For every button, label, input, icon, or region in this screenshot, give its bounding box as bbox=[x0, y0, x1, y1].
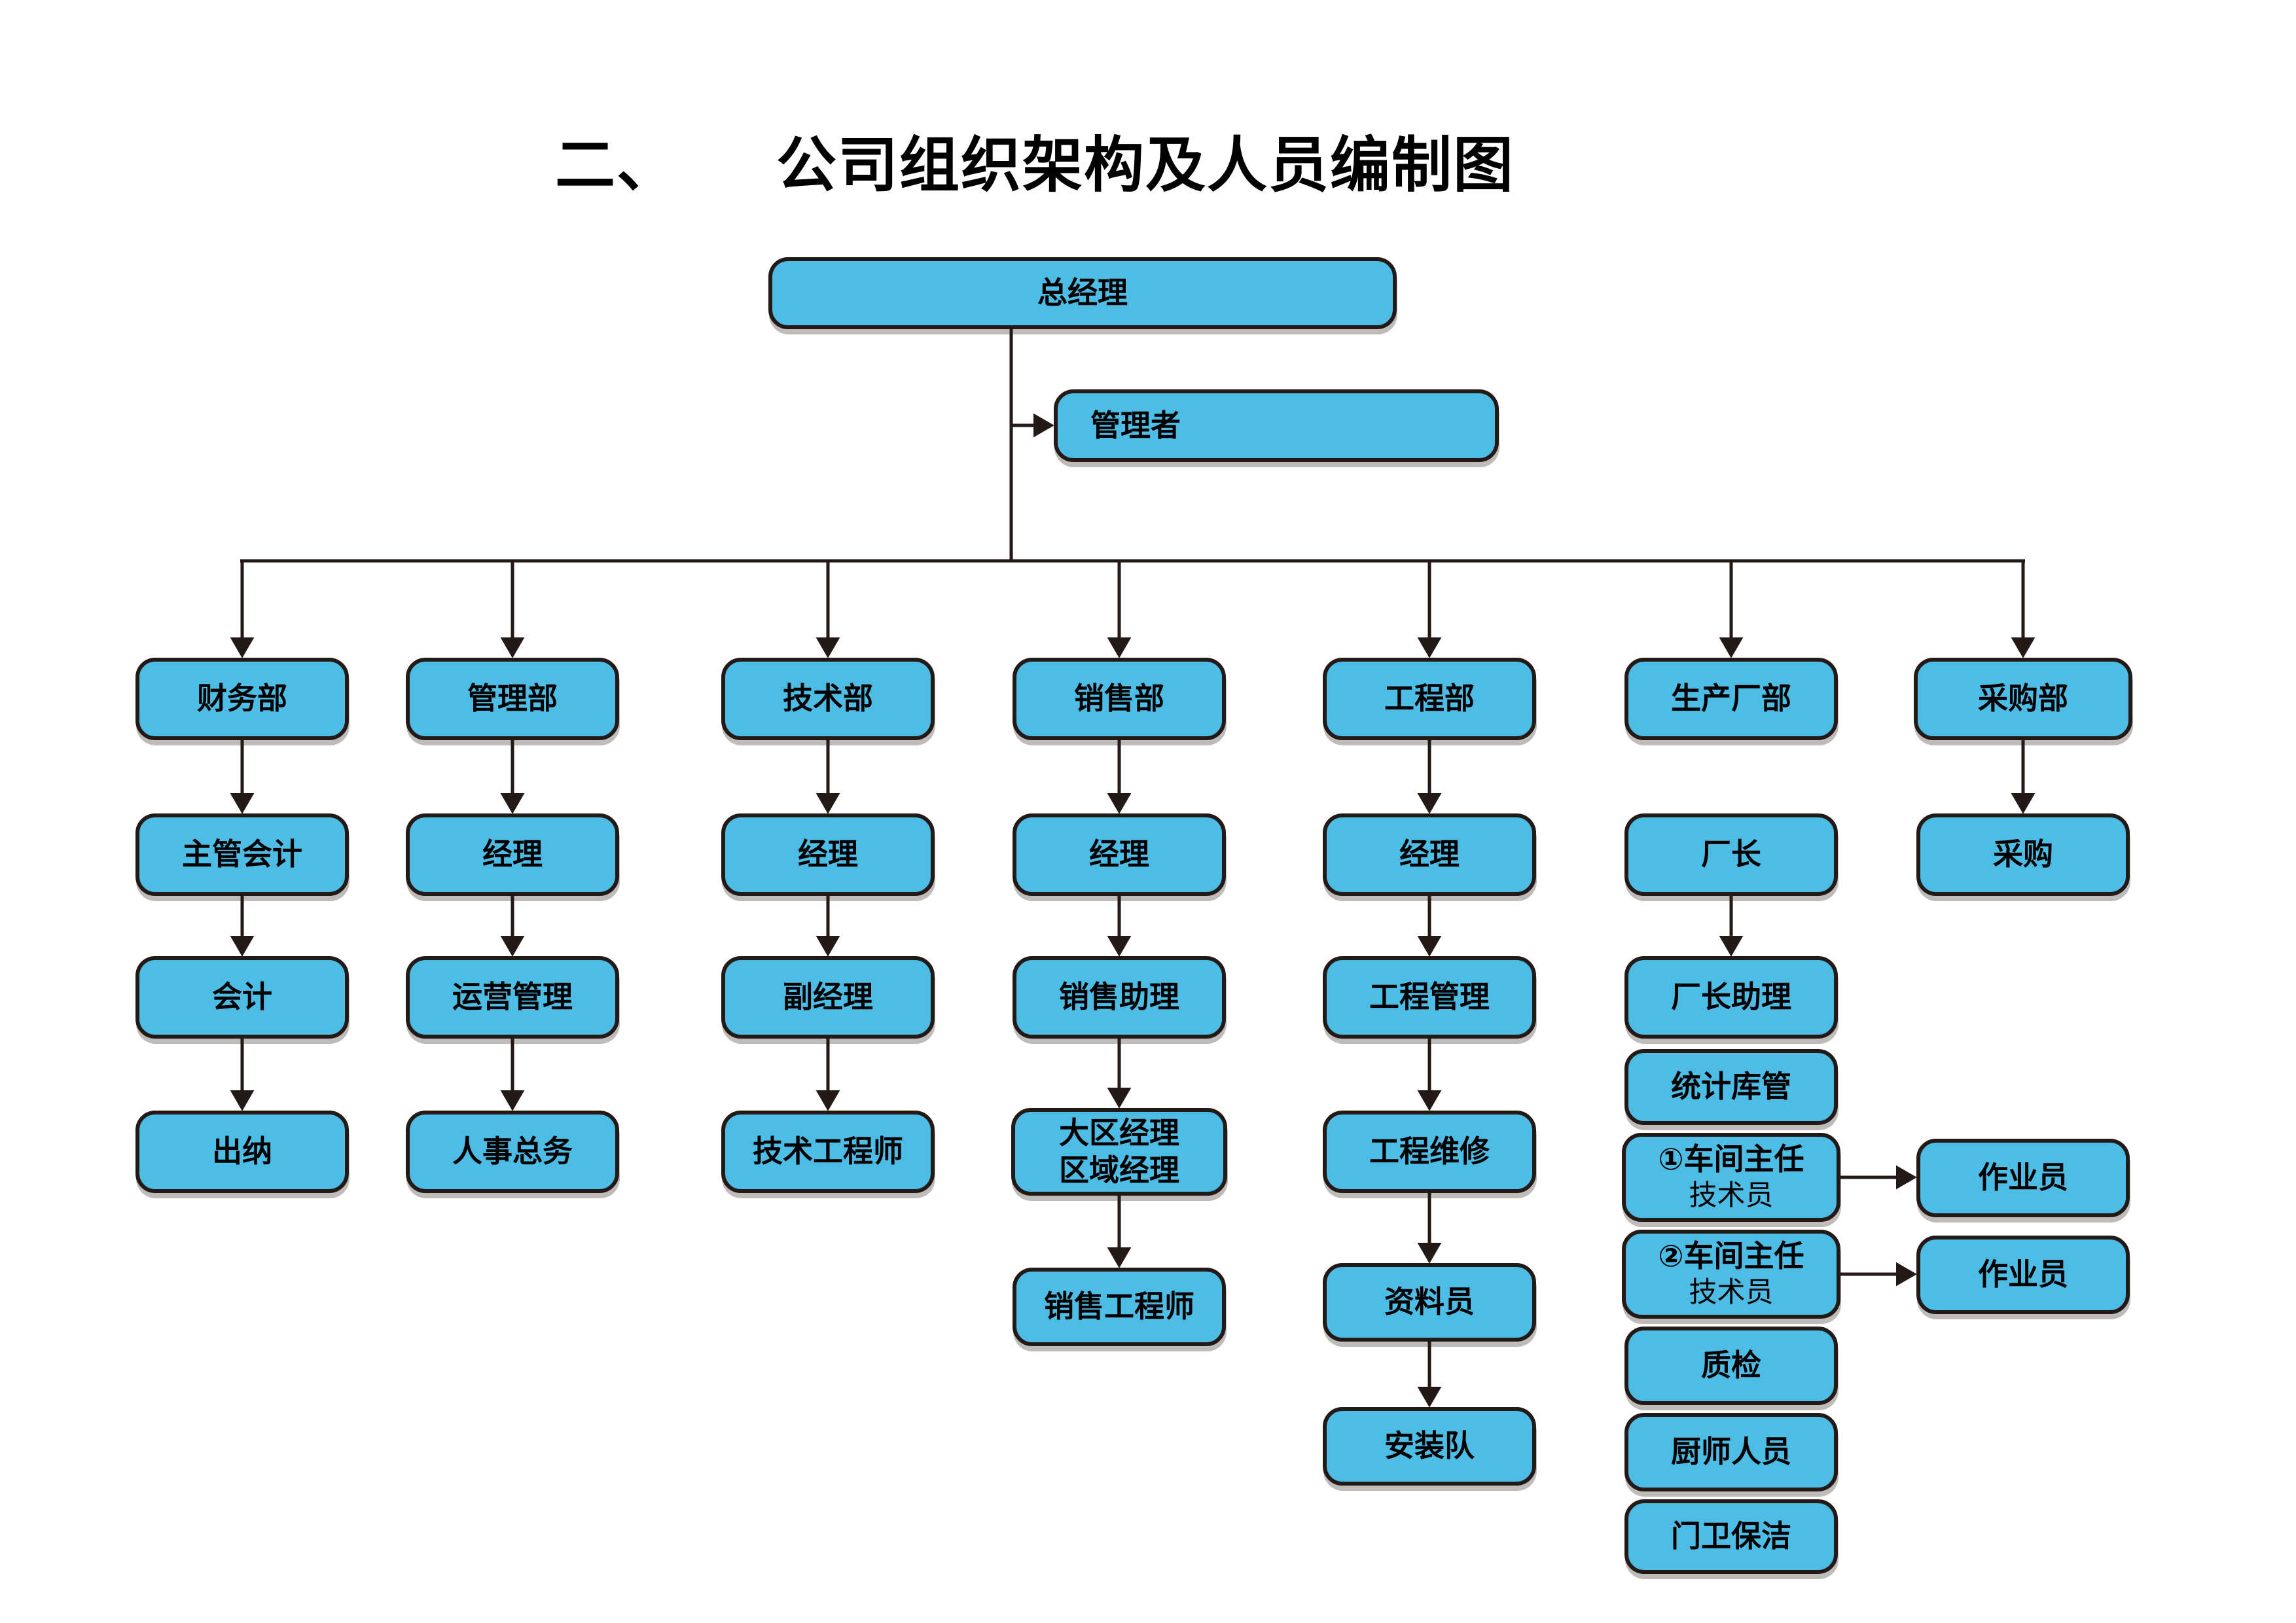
org-node-admin-manager: 经理 bbox=[406, 813, 619, 896]
org-node-dept-sales: 销售部 bbox=[1013, 658, 1226, 740]
org-node-label: 采购 bbox=[1993, 836, 2053, 872]
title-text: 公司组织架构及人员编制图 bbox=[776, 130, 1515, 200]
org-node-label: 质检 bbox=[1701, 1347, 1761, 1383]
org-node-document-clerk: 资料员 bbox=[1323, 1263, 1536, 1342]
org-node-operator-1: 作业员 bbox=[1916, 1139, 2130, 1217]
org-node-label: 大区经理 bbox=[1059, 1115, 1179, 1150]
org-node-stats-warehouse: 统计库管 bbox=[1624, 1049, 1838, 1125]
org-node-tech-manager: 经理 bbox=[721, 813, 935, 896]
org-node-regional-manager: 大区经理区域经理 bbox=[1011, 1108, 1227, 1196]
org-node-label: 工程管理 bbox=[1369, 979, 1490, 1015]
org-node-label: 管理者 bbox=[1090, 407, 1181, 443]
org-node-label: 作业员 bbox=[1978, 1257, 2068, 1293]
org-node-label: 管理部 bbox=[467, 681, 558, 717]
org-node-label: 厨师人员 bbox=[1671, 1434, 1791, 1470]
org-node-accountant: 会计 bbox=[135, 956, 349, 1039]
org-node-label: 门卫保洁 bbox=[1671, 1518, 1791, 1554]
title-prefix: 二、 bbox=[555, 130, 679, 200]
org-node-sales-engineer: 销售工程师 bbox=[1013, 1268, 1226, 1346]
org-node-label: 资料员 bbox=[1384, 1284, 1475, 1320]
org-node-general-manager: 总经理 bbox=[768, 257, 1397, 329]
org-node-label: 技术工程师 bbox=[753, 1133, 903, 1169]
org-node-label: ②车间主任 bbox=[1658, 1238, 1804, 1274]
org-node-hr-general-affairs: 人事总务 bbox=[406, 1111, 619, 1193]
org-node-label: 厂长 bbox=[1701, 836, 1761, 872]
org-node-installation-team: 安装队 bbox=[1323, 1407, 1536, 1486]
org-node-manager: 管理者 bbox=[1054, 389, 1499, 462]
org-node-dept-production: 生产厂部 bbox=[1624, 658, 1838, 740]
org-node-label: 经理 bbox=[482, 836, 543, 872]
org-node-operations-management: 运营管理 bbox=[406, 956, 619, 1039]
org-node-label: 运营管理 bbox=[452, 979, 573, 1015]
org-node-chief-accountant: 主管会计 bbox=[135, 813, 349, 896]
org-node-project-management: 工程管理 bbox=[1323, 956, 1536, 1039]
org-node-engineering-manager: 经理 bbox=[1323, 813, 1536, 896]
org-node-label: 出纳 bbox=[212, 1133, 272, 1169]
org-node-dept-tech: 技术部 bbox=[721, 658, 935, 740]
org-node-label: 主管会计 bbox=[182, 836, 302, 872]
org-node-label: 经理 bbox=[1399, 836, 1460, 872]
org-node-label: 销售助理 bbox=[1059, 979, 1179, 1015]
org-node-label: 会计 bbox=[212, 979, 272, 1015]
org-node-label: 厂长助理 bbox=[1671, 979, 1791, 1015]
org-node-label: 技术员 bbox=[1689, 1179, 1774, 1212]
org-node-label: 工程维修 bbox=[1369, 1133, 1490, 1169]
org-node-dept-admin: 管理部 bbox=[406, 658, 619, 740]
org-node-label: 人事总务 bbox=[452, 1133, 573, 1169]
org-node-label: 工程部 bbox=[1384, 681, 1475, 717]
org-node-operator-2: 作业员 bbox=[1916, 1236, 2130, 1314]
org-node-tech-engineer: 技术工程师 bbox=[721, 1111, 935, 1193]
org-node-deputy-manager: 副经理 bbox=[721, 956, 935, 1039]
org-node-purchasing: 采购 bbox=[1916, 813, 2130, 896]
org-node-dept-engineering: 工程部 bbox=[1323, 658, 1536, 740]
org-node-label: 安装队 bbox=[1384, 1428, 1475, 1464]
org-node-security-cleaning: 门卫保洁 bbox=[1624, 1499, 1838, 1574]
org-node-director-assistant: 厂长助理 bbox=[1624, 956, 1838, 1039]
org-node-sales-manager: 经理 bbox=[1013, 813, 1226, 896]
org-node-dept-purchasing: 采购部 bbox=[1914, 658, 2132, 740]
org-node-label: 总经理 bbox=[1037, 275, 1128, 311]
org-node-cashier: 出纳 bbox=[135, 1111, 349, 1193]
org-node-label: 财务部 bbox=[197, 681, 287, 717]
org-node-label: 作业员 bbox=[1978, 1160, 2068, 1196]
org-node-label: 销售部 bbox=[1074, 681, 1164, 717]
org-node-label: 副经理 bbox=[783, 979, 873, 1015]
org-node-workshop-director-2: ②车间主任技术员 bbox=[1622, 1230, 1840, 1319]
org-node-label: 统计库管 bbox=[1671, 1069, 1791, 1105]
org-node-quality-inspection: 质检 bbox=[1624, 1327, 1838, 1405]
org-node-label: ①车间主任 bbox=[1658, 1141, 1804, 1177]
org-node-workshop-director-1: ①车间主任技术员 bbox=[1622, 1133, 1840, 1222]
org-node-engineering-maintenance: 工程维修 bbox=[1323, 1111, 1536, 1193]
org-node-label: 经理 bbox=[1089, 836, 1149, 872]
org-node-label: 经理 bbox=[798, 836, 858, 872]
org-node-label: 销售工程师 bbox=[1044, 1289, 1194, 1325]
org-node-label: 技术部 bbox=[783, 681, 873, 717]
org-node-label: 采购部 bbox=[1978, 681, 2068, 717]
org-node-sales-assistant: 销售助理 bbox=[1013, 956, 1226, 1039]
org-node-kitchen-staff: 厨师人员 bbox=[1624, 1413, 1838, 1491]
org-node-label: 生产厂部 bbox=[1671, 681, 1791, 717]
org-node-factory-director: 厂长 bbox=[1624, 813, 1838, 896]
org-node-label: 区域经理 bbox=[1059, 1152, 1179, 1188]
org-node-dept-finance: 财务部 bbox=[135, 658, 349, 740]
page-title: 二、 公司组织架构及人员编制图 bbox=[555, 116, 1515, 204]
org-node-label: 技术员 bbox=[1689, 1275, 1774, 1309]
